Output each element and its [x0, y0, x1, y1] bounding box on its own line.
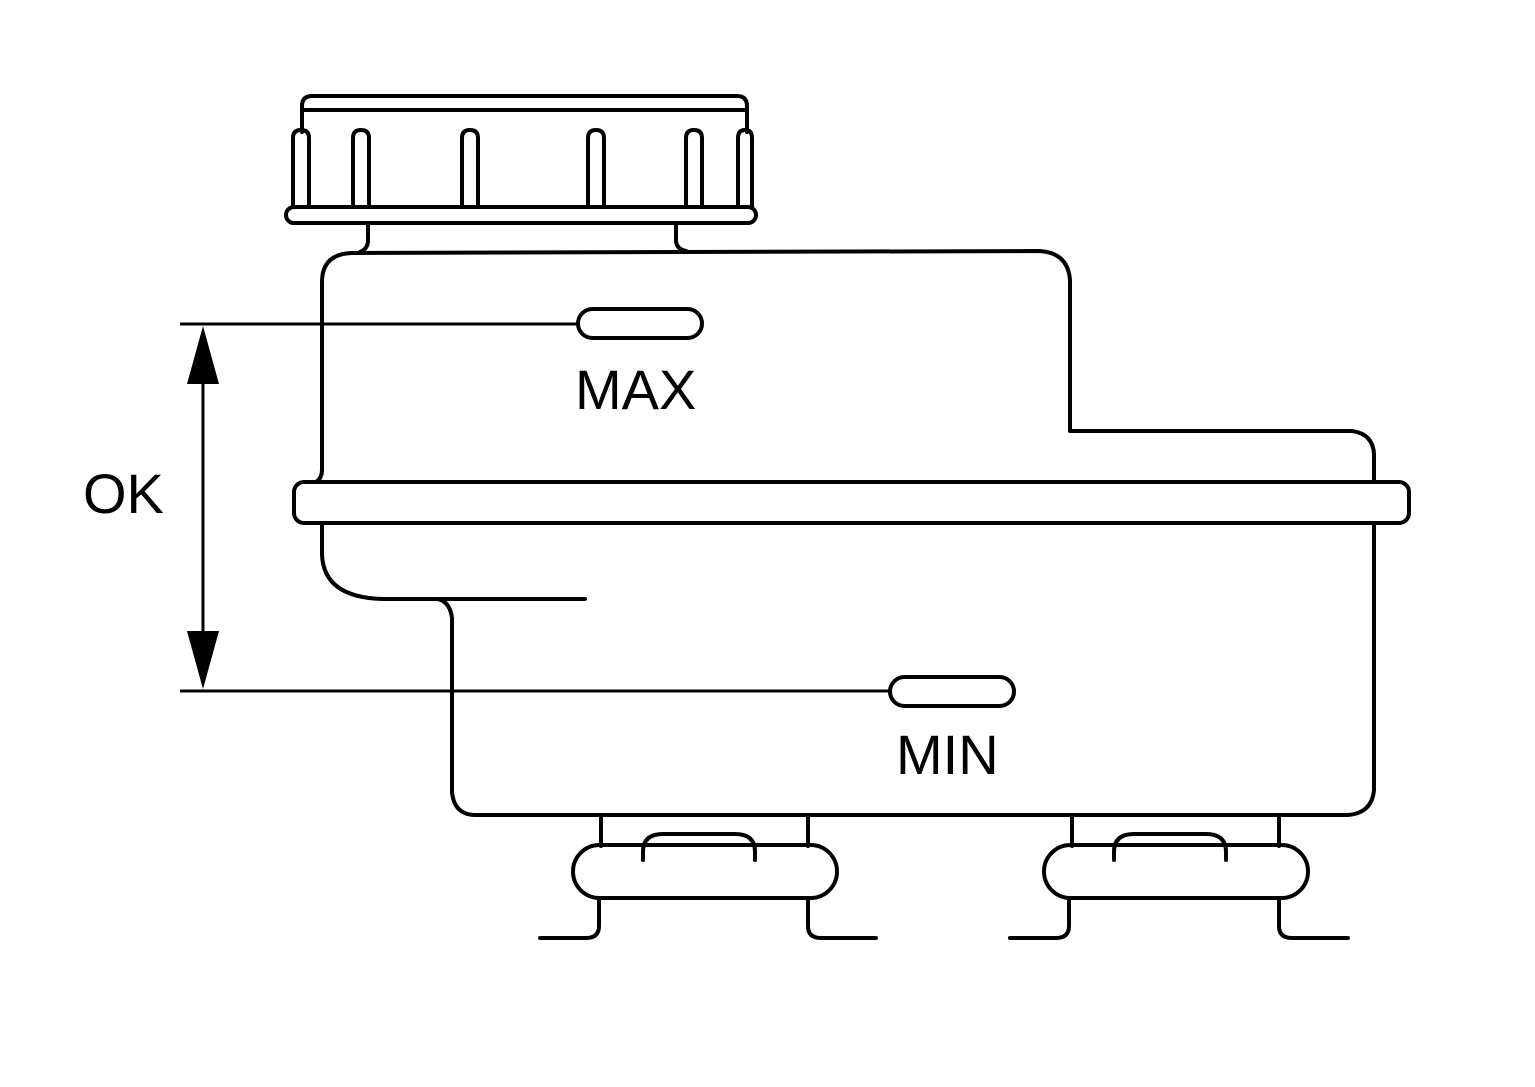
cap-ribs	[291, 128, 754, 209]
max-label: MAX	[575, 358, 696, 421]
cap-top	[300, 94, 749, 134]
reservoir-cap	[284, 94, 758, 254]
upper-body	[320, 249, 1376, 484]
outlet-left	[538, 815, 878, 940]
max-mark	[576, 307, 704, 340]
arrow-up-icon	[187, 326, 219, 384]
reservoir-body	[292, 249, 1411, 817]
ok-label: OK	[83, 462, 164, 525]
cap-flange	[284, 205, 758, 225]
arrow-down-icon	[187, 631, 219, 689]
min-mark	[888, 675, 1016, 708]
outlet-right-grommet	[1042, 843, 1310, 900]
seam-band	[292, 480, 1411, 525]
min-label: MIN	[896, 723, 999, 786]
cap-neck	[358, 221, 370, 254]
outlet-left-grommet	[571, 843, 839, 900]
lower-body	[320, 521, 1376, 817]
ok-dimension	[180, 322, 892, 693]
outlet-right	[1008, 815, 1350, 940]
